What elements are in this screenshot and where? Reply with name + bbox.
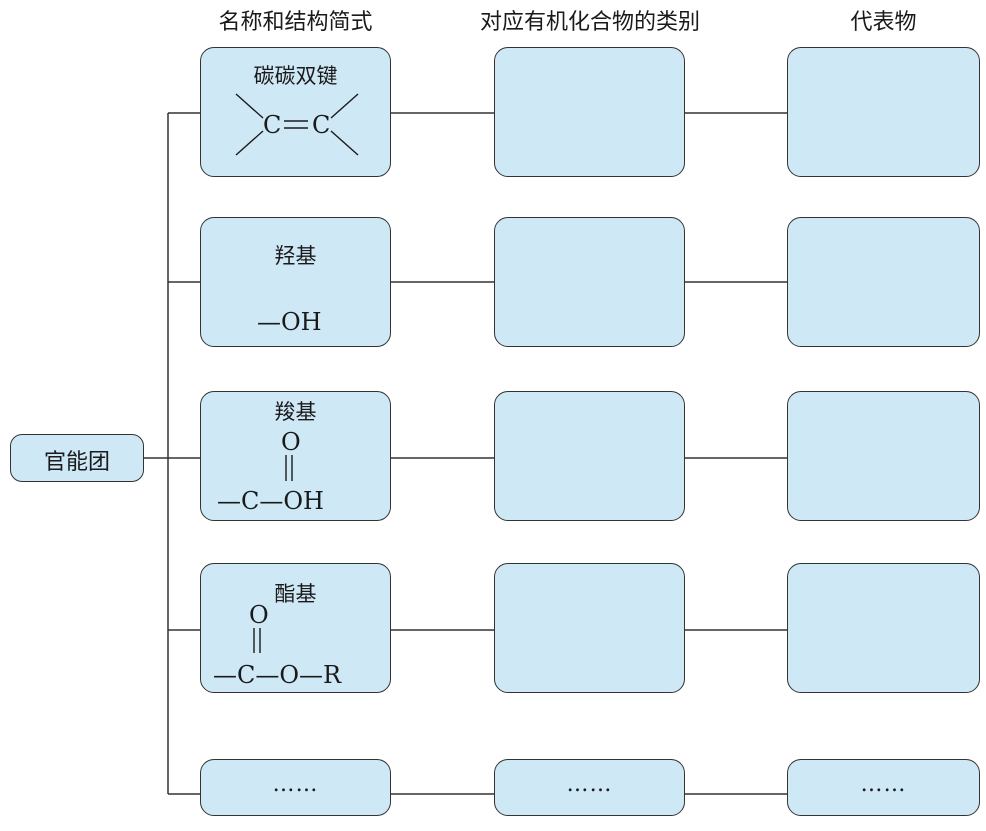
box-representative-row1	[787, 47, 980, 177]
box-class-row2	[494, 217, 685, 347]
box-ester: 酯基 O —C—O—R	[200, 563, 391, 693]
root-node-functional-group: 官能团	[10, 434, 144, 482]
box-class-row3	[494, 391, 685, 521]
formula-oxygen: O	[249, 601, 269, 629]
box-representative-row3	[787, 391, 980, 521]
formula-carbon-right: C	[312, 111, 331, 139]
formula-ester: —C—O—R	[213, 661, 342, 689]
double-bond-lines	[235, 93, 359, 156]
box-name: 羟基	[274, 244, 317, 268]
box-class-row5: ……	[494, 759, 685, 816]
carbonyl-double-bond	[285, 455, 293, 481]
box-representative-row4	[787, 563, 980, 693]
box-representative-row5: ……	[787, 759, 980, 816]
carbonyl-double-bond	[253, 628, 261, 653]
box-name: 羧基	[274, 400, 317, 424]
box-hydroxyl: 羟基 —OH	[200, 217, 391, 347]
box-more-groups: ……	[200, 759, 391, 816]
box-carboxyl: 羧基 O —C—OH	[200, 391, 391, 521]
ellipsis-text: ……	[272, 772, 319, 797]
ellipsis-text: ……	[566, 772, 613, 797]
header-name-structure: 名称和结构简式	[218, 10, 373, 35]
header-representative: 代表物	[850, 10, 917, 35]
box-name: 酯基	[274, 582, 317, 606]
root-label: 官能团	[43, 450, 110, 475]
header-compound-class: 对应有机化合物的类别	[479, 10, 700, 35]
box-class-row4	[494, 563, 685, 693]
box-carbon-double-bond: 碳碳双键 C C	[200, 47, 391, 177]
formula-carboxyl: —C—OH	[217, 487, 324, 515]
box-representative-row2	[787, 217, 980, 347]
formula-hydroxyl: —OH	[257, 308, 322, 336]
ellipsis-text: ……	[860, 772, 907, 797]
formula-oxygen: O	[281, 428, 301, 456]
box-name: 碳碳双键	[253, 64, 338, 88]
formula-carbon-left: C	[263, 111, 282, 139]
box-class-row1	[494, 47, 685, 177]
